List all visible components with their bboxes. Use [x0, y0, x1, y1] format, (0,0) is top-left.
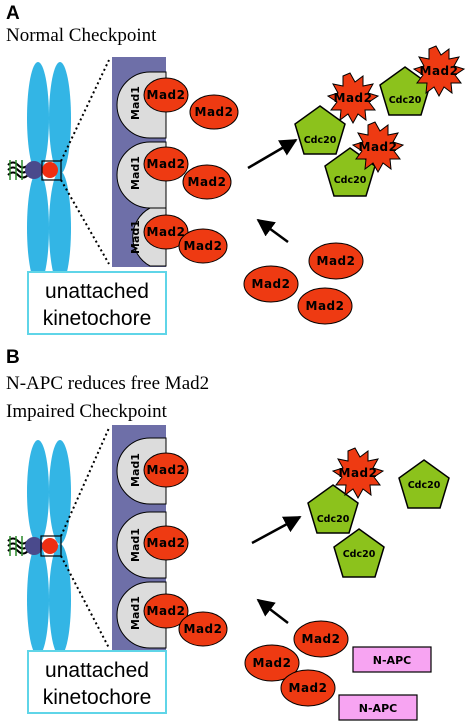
- cdc20-pentagon: [398, 459, 450, 509]
- napc-label: N-APC: [359, 702, 397, 715]
- panel-b-letter: B: [6, 347, 20, 368]
- mad1-receptor: [116, 437, 167, 505]
- mad2-label: Mad2: [184, 622, 223, 636]
- bound-mad2-a: Mad2 Mad2 Mad2 Mad2 Mad2 Mad2: [143, 77, 239, 264]
- activated-mad2-star: [351, 121, 405, 174]
- activated-mad2-star: [326, 72, 380, 125]
- panel-a-letter: A: [6, 3, 20, 24]
- arrow-recruit: [256, 598, 289, 624]
- mad2-label: Mad2: [147, 157, 186, 171]
- mad2-cdc20-complex: Cdc20 Mad2: [379, 45, 466, 116]
- caption-box-b: unattached kinetochore: [27, 650, 167, 714]
- arrow-to-complex: [251, 515, 302, 545]
- zoom-line-lower: [60, 555, 110, 649]
- mad2-label: Mad2: [302, 632, 341, 646]
- centromere: [25, 537, 43, 555]
- caption-line-1: unattached: [45, 280, 149, 303]
- cdc20-label: Cdc20: [304, 135, 337, 146]
- mad2-label: Mad2: [188, 175, 227, 189]
- mad1-label: Mad1: [129, 596, 142, 630]
- panel-a: A Normal Checkpoint Mad1: [6, 3, 466, 335]
- chromatid-lower-right: [49, 544, 71, 656]
- activated-mad2-star: [331, 447, 385, 500]
- attached-spindle-fibers: [7, 160, 29, 180]
- mad1-label: Mad1: [129, 86, 142, 120]
- mad2-label: Mad2: [147, 225, 186, 239]
- mad2-label: Mad2: [306, 299, 345, 313]
- mad2-cdc20-complex: Cdc20 Mad2: [307, 447, 385, 534]
- centromere: [25, 161, 43, 179]
- mad1-label: Mad1: [129, 453, 142, 487]
- mad2-cdc20-complex: Cdc20 Mad2: [294, 72, 380, 155]
- free-mad2-pool-b: N-APC Mad2 Mad2 N-APC Mad2: [244, 620, 432, 721]
- cdc20-pentagon: [294, 105, 346, 155]
- mad2-label: Mad2: [252, 277, 291, 291]
- mad1-label: Mad1: [129, 156, 142, 190]
- mad2-label: Mad2: [420, 64, 459, 78]
- cdc20-label: Cdc20: [317, 514, 350, 525]
- napc-label: N-APC: [373, 654, 411, 667]
- free-cdc20: Cdc20: [398, 459, 450, 509]
- kinetochore-dot: [42, 162, 58, 178]
- mad1-label: Mad1: [129, 528, 142, 562]
- mad2-label: Mad2: [195, 105, 234, 119]
- caption-box-a: unattached kinetochore: [27, 271, 167, 335]
- arrow-recruit: [256, 218, 289, 244]
- panel-a-title: Normal Checkpoint: [6, 25, 157, 46]
- attached-spindle-fibers: [7, 536, 29, 556]
- kinetochore-dot: [42, 538, 58, 554]
- chromosome-a: [7, 62, 71, 285]
- cdc20-label: Cdc20: [389, 95, 422, 106]
- caption-line-1: unattached: [45, 659, 149, 682]
- cdc20-label: Cdc20: [343, 549, 376, 560]
- panel-b-title-line-2: Impaired Checkpoint: [6, 401, 168, 422]
- kinetochore-zoom-box: [41, 160, 62, 181]
- free-mad2-pool-a: Mad2 Mad2 Mad2: [243, 242, 364, 325]
- mad2-cdc20-complex: Cdc20 Mad2: [324, 121, 405, 197]
- zoom-line-upper: [60, 59, 110, 162]
- mad2-label: Mad2: [184, 239, 223, 253]
- mad2-label: Mad2: [339, 466, 378, 480]
- chromatid-upper-right: [49, 440, 71, 544]
- cdc20-label: Cdc20: [334, 175, 367, 186]
- kinetochore-zoom-box: [40, 535, 62, 557]
- caption-line-2: kinetochore: [43, 686, 152, 709]
- mad2-label: Mad2: [147, 604, 186, 618]
- chromatid-upper-left: [27, 440, 49, 544]
- mad2-label: Mad2: [147, 88, 186, 102]
- panel-b: B N-APC reduces free Mad2 Impaired Check…: [6, 347, 450, 721]
- bound-mad2-b: Mad2 Mad2 Mad2 Mad2: [143, 452, 228, 647]
- mad2-label: Mad2: [147, 536, 186, 550]
- arrow-to-complex: [247, 138, 298, 170]
- mad2-label: Mad2: [334, 91, 373, 105]
- cdc20-pentagon: [333, 528, 385, 578]
- zoom-line-lower: [60, 179, 110, 265]
- free-cdc20: Cdc20: [333, 528, 385, 578]
- chromatid-lower-left: [27, 171, 49, 285]
- napc-box: [352, 646, 432, 673]
- mad1-label: Mad1: [129, 220, 142, 254]
- mad2-label: Mad2: [359, 140, 398, 154]
- mad2-label: Mad2: [147, 463, 186, 477]
- panel-b-title-line-1: N-APC reduces free Mad2: [6, 373, 209, 394]
- cdc20-label: Cdc20: [408, 480, 441, 491]
- chromatid-lower-right: [49, 171, 71, 285]
- mad2-label: Mad2: [317, 254, 356, 268]
- chromosome-b: [7, 440, 71, 656]
- chromatid-upper-right: [49, 62, 71, 174]
- napc-box: [338, 694, 418, 721]
- mad2-label: Mad2: [289, 681, 328, 695]
- activated-mad2-star: [412, 45, 466, 98]
- chromatid-lower-left: [27, 544, 49, 656]
- mad2-label: Mad2: [253, 656, 292, 670]
- caption-line-2: kinetochore: [43, 307, 152, 330]
- cdc20-pentagon: [307, 484, 359, 534]
- chromatid-upper-left: [27, 62, 49, 174]
